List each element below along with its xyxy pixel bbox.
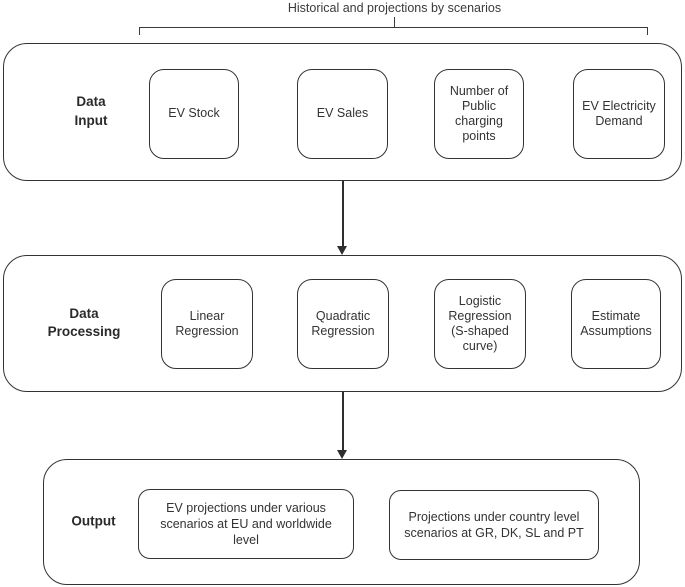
node-logistic-regression: Logistic Regression (S-shaped curve) — [434, 279, 526, 369]
arrow-input-to-processing-line — [342, 181, 344, 247]
node-ev-projections-eu-worldwide: EV projections under various scenarios a… — [138, 489, 354, 559]
node-estimate-assumptions: Estimate Assumptions — [571, 279, 661, 369]
section-output: Output EV projections under various scen… — [43, 459, 640, 585]
scope-bracket — [139, 27, 648, 35]
node-linear-regression: Linear Regression — [161, 279, 253, 369]
top-caption: Historical and projections by scenarios — [287, 1, 502, 15]
node-ev-stock: EV Stock — [149, 69, 239, 159]
arrow-processing-to-output-line — [342, 392, 344, 450]
arrow-down-icon — [337, 246, 347, 255]
node-projections-country-level: Projections under country level scenario… — [389, 490, 599, 560]
arrow-down-icon — [337, 450, 347, 459]
node-ev-electricity-demand: EV Electricity Demand — [573, 69, 665, 159]
section-label-output: Output — [71, 513, 116, 529]
node-quadratic-regression: Quadratic Regression — [297, 279, 389, 369]
node-public-charging-points: Number of Public charging points — [434, 69, 524, 159]
section-label-data-input: Data Input — [74, 94, 108, 128]
section-data-processing: Data Processing Linear Regression Quadra… — [3, 255, 682, 392]
section-label-data-processing: Data Processing — [47, 305, 121, 340]
section-data-input: Data Input EV Stock EV Sales Number of P… — [3, 43, 682, 181]
node-ev-sales: EV Sales — [297, 69, 388, 159]
bracket-stem-line — [394, 17, 396, 27]
